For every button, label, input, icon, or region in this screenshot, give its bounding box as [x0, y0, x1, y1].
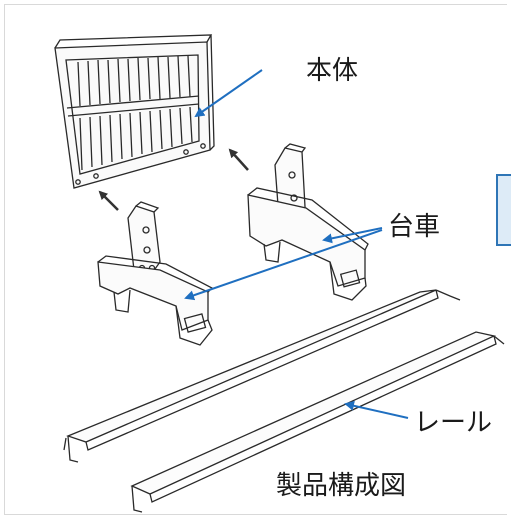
- label-rail: レール: [414, 408, 493, 438]
- callout-main-body: [194, 69, 263, 118]
- rails-sketch: [63, 289, 505, 513]
- assembly-arrows: [98, 148, 249, 211]
- callout-rail: [344, 400, 409, 419]
- main-body-sketch: [54, 34, 215, 189]
- callout-cart-right: [322, 227, 383, 244]
- label-cart: 台車: [388, 212, 441, 242]
- callout-cart-left: [184, 229, 383, 301]
- callout-lines: [184, 69, 409, 419]
- note-box-partial: [496, 174, 511, 246]
- diagram-caption: 製品構成図: [276, 471, 407, 501]
- cart-left-sketch: [97, 201, 214, 346]
- label-main-body: 本体: [306, 56, 359, 86]
- cart-right-sketch: [247, 143, 369, 301]
